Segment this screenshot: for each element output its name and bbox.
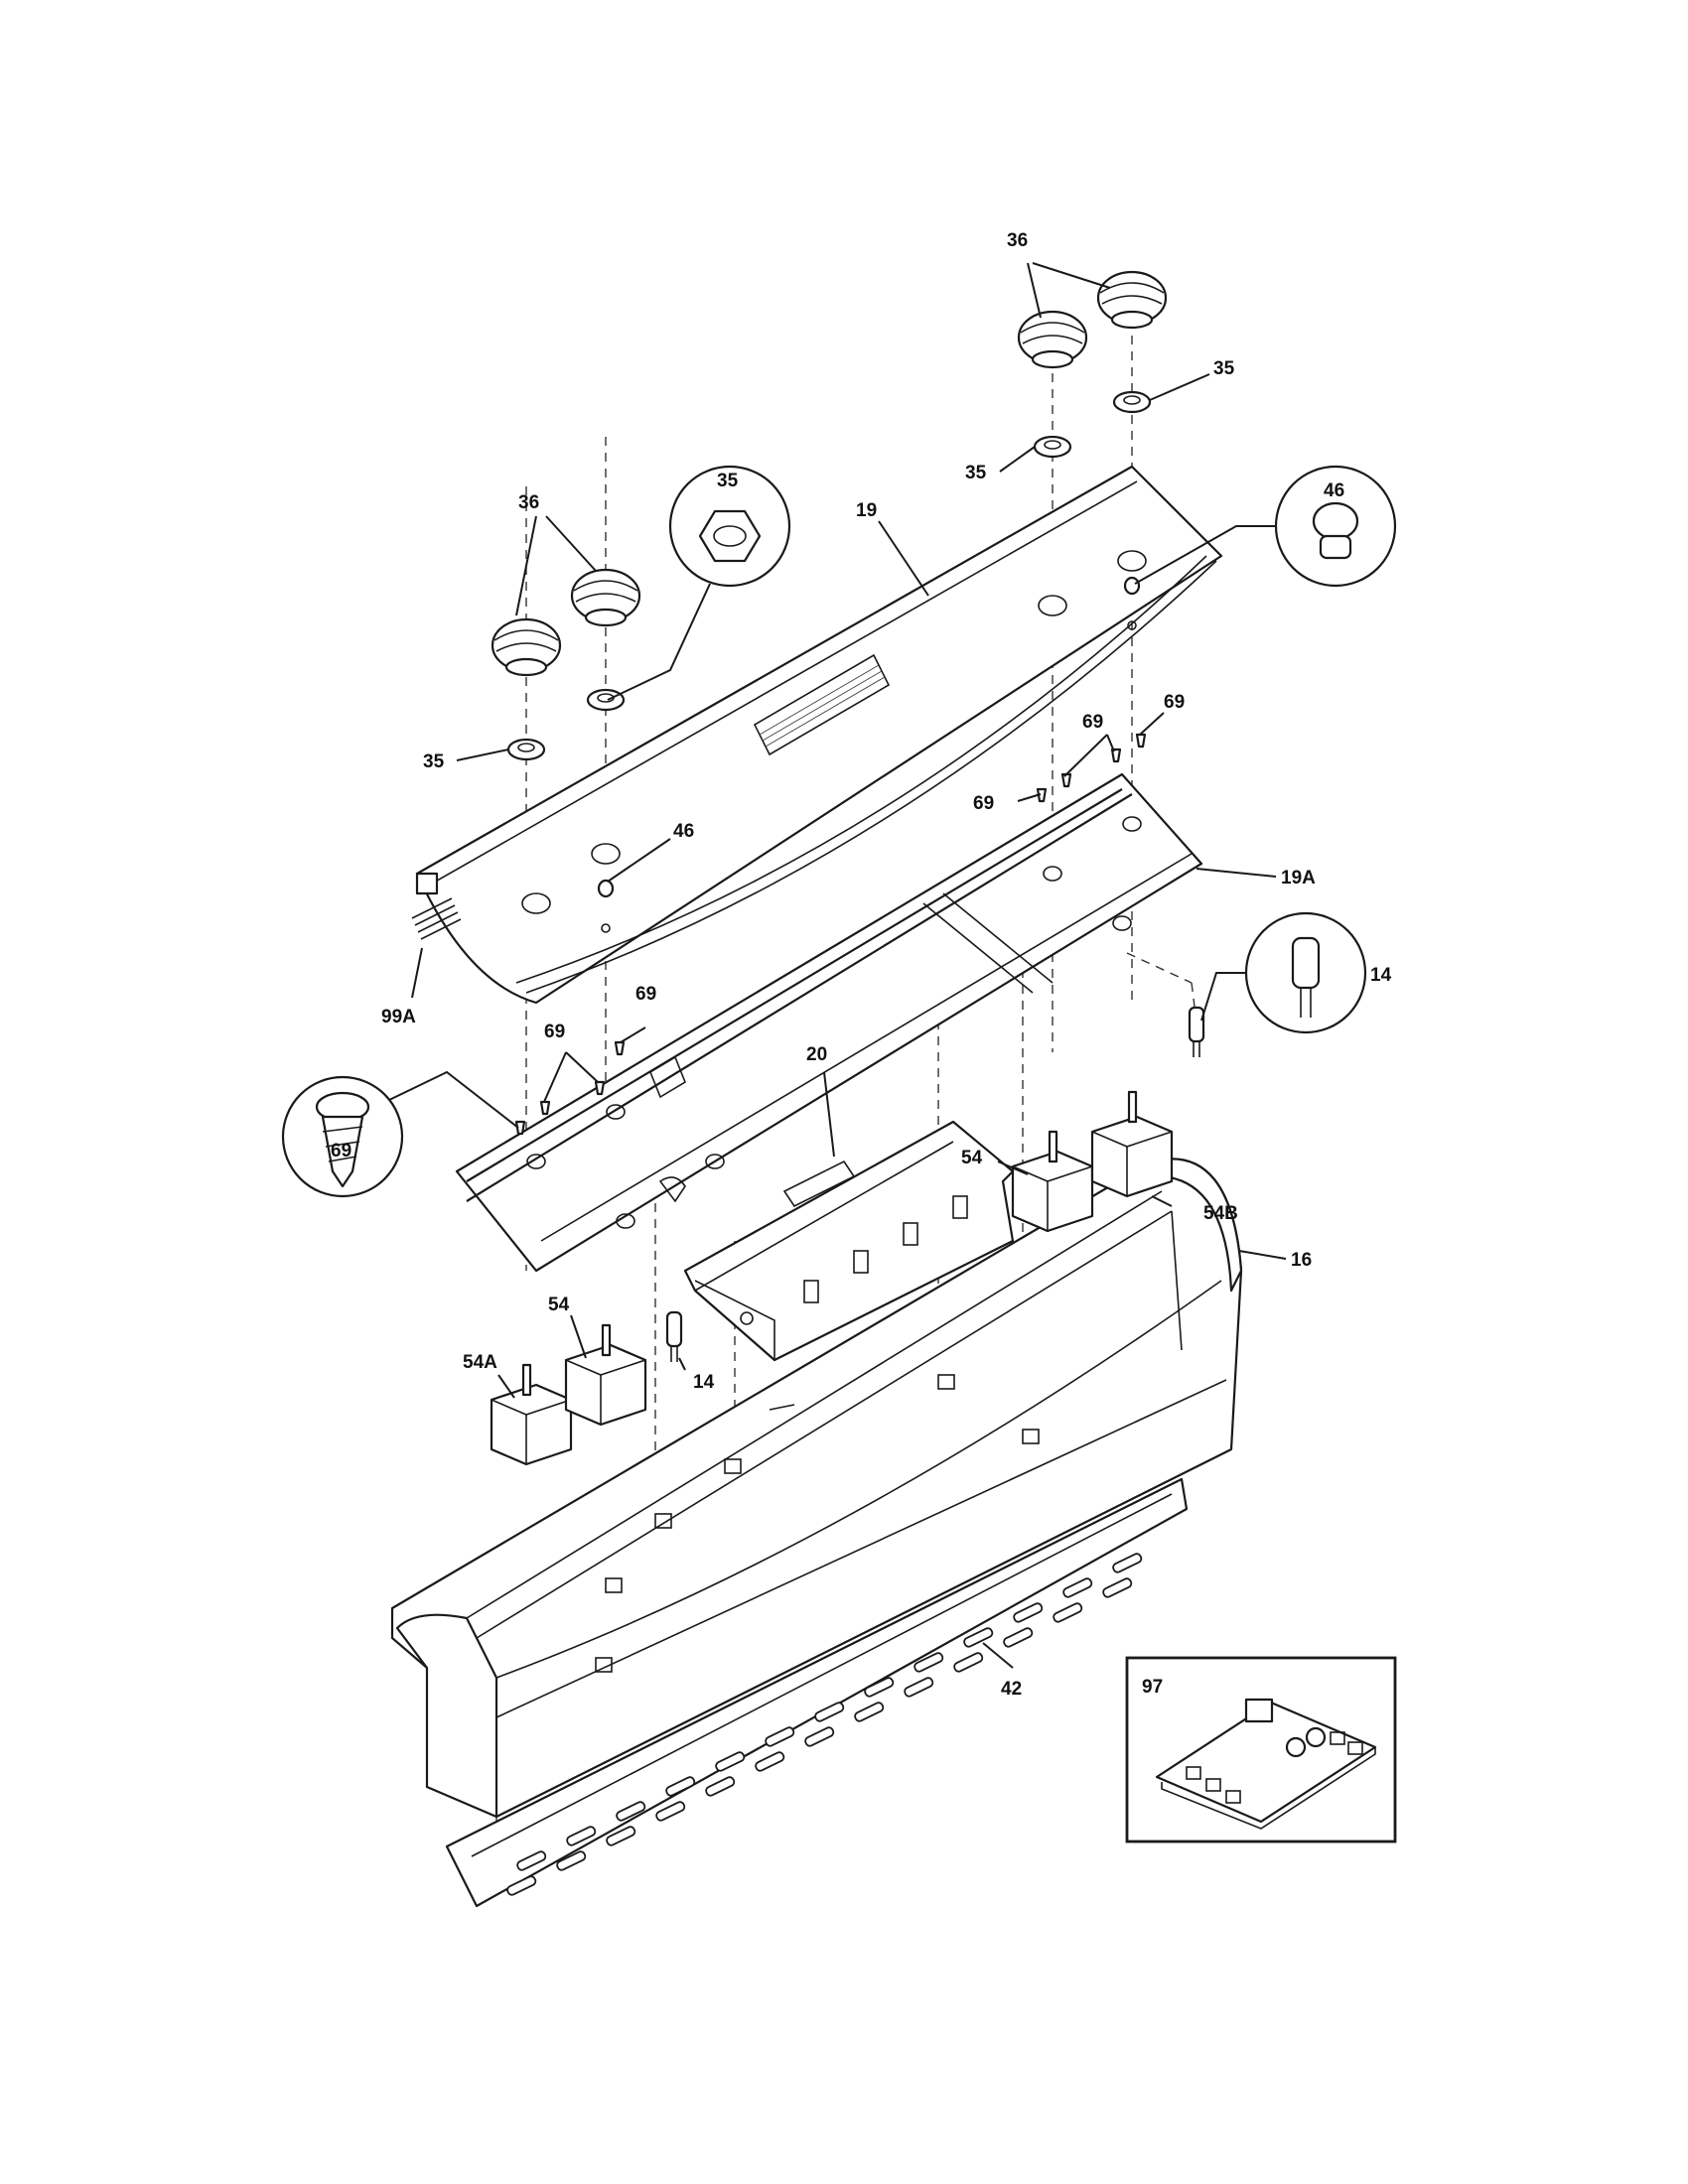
lamp-14-right: [1188, 1006, 1205, 1057]
detail-circle-46: [1134, 465, 1397, 588]
label-54-left: 54: [548, 1295, 570, 1315]
label-19a: 19A: [1281, 868, 1316, 888]
nut-35-left-b: [586, 688, 626, 712]
panel-back-19a: [455, 772, 1203, 1273]
knob-36-right-b: [1096, 270, 1168, 330]
nut-35-left-a: [506, 738, 546, 761]
switch-54b: [1090, 1090, 1174, 1198]
label-69-right-a: 69: [973, 793, 994, 814]
backguard-16: [390, 1158, 1243, 1819]
label-69-right-b: 69: [1082, 712, 1103, 733]
lamp-14-left: [665, 1310, 683, 1362]
screws-69: [514, 733, 1147, 1136]
switch-54-left: [564, 1323, 647, 1427]
label-69-detail: 69: [331, 1141, 352, 1161]
label-42: 42: [1001, 1679, 1022, 1700]
inset-box-97: [1125, 1656, 1397, 1843]
label-14-detail: 14: [1370, 965, 1392, 986]
label-14-left: 14: [693, 1372, 715, 1393]
label-54a: 54A: [463, 1352, 497, 1373]
label-69-right-c: 69: [1164, 692, 1185, 713]
knob-36-left-b: [570, 568, 641, 627]
label-99a: 99A: [381, 1007, 416, 1027]
switch-54a: [490, 1363, 573, 1466]
pusher-46-left: [597, 879, 615, 898]
vent-trim-42: [445, 1477, 1189, 1908]
label-36-left: 36: [518, 492, 539, 513]
knob-36-left-a: [491, 617, 562, 677]
ribbon-cable-99a: [411, 897, 462, 999]
vent-slots: [506, 1553, 1143, 1896]
label-46-panel: 46: [673, 821, 694, 842]
label-36-right: 36: [1007, 230, 1028, 251]
label-69-left-a: 69: [544, 1022, 565, 1042]
callout-leaders: [456, 262, 1287, 1669]
label-35-right: 35: [1213, 358, 1235, 379]
label-54-right: 54: [961, 1148, 983, 1168]
label-54b: 54B: [1203, 1203, 1238, 1224]
label-97: 97: [1142, 1677, 1163, 1698]
electronic-control-20: [683, 1120, 1015, 1362]
detail-circle-14: [1200, 911, 1367, 1034]
knob-36-right-a: [1017, 310, 1088, 369]
nut-35-right-a: [1033, 435, 1072, 459]
label-16: 16: [1291, 1250, 1312, 1271]
label-46-detail: 46: [1324, 480, 1344, 501]
display-window-hatch: [753, 653, 891, 756]
label-35-detail: 35: [717, 471, 739, 491]
pusher-46-right: [1123, 576, 1141, 596]
switch-54-right: [1011, 1130, 1094, 1233]
label-35-mid: 35: [965, 463, 987, 483]
label-35-left: 35: [423, 751, 445, 772]
label-69-left-b: 69: [635, 984, 656, 1005]
label-20: 20: [806, 1044, 827, 1065]
callout-labels: 36 36 35 35 35 35 46 46 19 19A 69 69 69 …: [331, 230, 1392, 1700]
detail-circle-69: [281, 1070, 519, 1198]
nut-35-right-b: [1112, 390, 1152, 414]
control-panel-19: [415, 465, 1223, 1005]
detail-circle-35: [607, 465, 791, 701]
label-19: 19: [856, 500, 877, 521]
